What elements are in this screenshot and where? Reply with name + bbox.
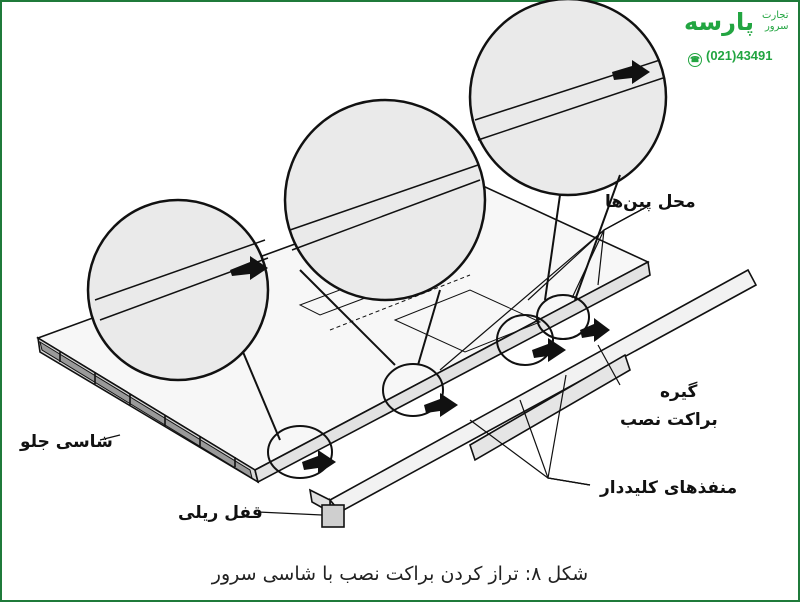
zoom-circle-2 [283,98,487,302]
pin-circle-2 [382,363,444,417]
pin-circles [267,294,590,479]
label-bracket-clip-line1: گیره [660,382,698,402]
label-pin-location: محل پین‌ها [605,192,696,212]
zoom-circles [86,0,668,382]
arrow-icon [230,60,650,474]
brand-subtitle: تجارت سرور [762,10,789,32]
pin-circle-3 [496,314,554,366]
label-keyhole-slots: منفذهای کلیددار [600,478,738,498]
brand-subtitle-line1: تجارت [762,10,789,21]
zoom-circle-1 [86,198,270,382]
brand-phone: ☎ (021)43491 [688,48,773,67]
label-bracket-clip-line2: براکت نصب [620,410,718,430]
label-rail-lock: قفل ریلی [178,503,263,523]
brand-name: پارسه [684,8,754,36]
figure-caption: شکل ۸: تراز کردن براکت نصب با شاسی سرور [211,563,589,585]
phone-icon: ☎ [688,53,702,67]
rail-lock-shape [321,504,345,528]
label-front-chassis: شاسی جلو [20,432,113,452]
pin-circle-4 [536,294,590,340]
rail [308,268,758,528]
server-chassis [36,179,651,484]
zoom-circle-3 [468,0,668,197]
brand-subtitle-line2: سرور [764,21,789,32]
brand-logo: پارسه تجارت سرور [684,8,796,68]
pin-circle-1 [267,425,333,479]
phone-number: (021)43491 [706,48,773,63]
